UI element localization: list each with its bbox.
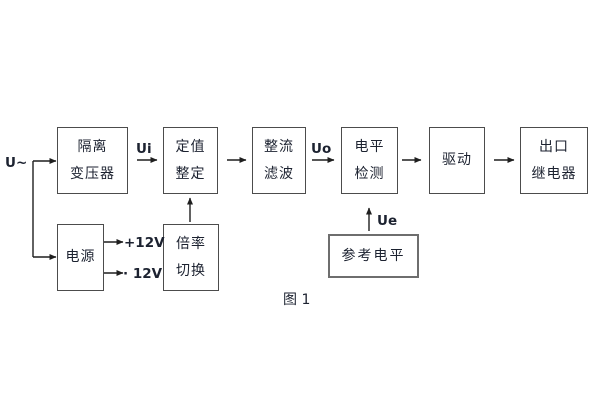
block-power-supply: 电源 — [57, 224, 104, 291]
ui-signal-label: Ui — [136, 141, 152, 157]
minus-12v-label: · 12V — [123, 266, 163, 282]
block-value-setting: 定值 整定 — [163, 127, 218, 194]
block-output-relay: 出口 继电器 — [520, 127, 588, 194]
block-isolation-transformer: 隔离 变压器 — [57, 127, 128, 194]
uo-signal-label: Uo — [311, 141, 332, 157]
ue-signal-label: Ue — [377, 213, 398, 229]
input-voltage-label: U~ — [5, 155, 28, 171]
block-ratio-switch: 倍率 切换 — [163, 224, 219, 291]
block-driver: 驱动 — [429, 127, 485, 194]
block-rectifier-filter: 整流 滤波 — [252, 127, 306, 194]
figure-caption: 图 1 — [283, 292, 311, 308]
plus-12v-label: +12V — [124, 235, 165, 251]
block-reference-level: 参考电平 — [328, 234, 419, 278]
block-level-detection: 电平 检测 — [341, 127, 398, 194]
